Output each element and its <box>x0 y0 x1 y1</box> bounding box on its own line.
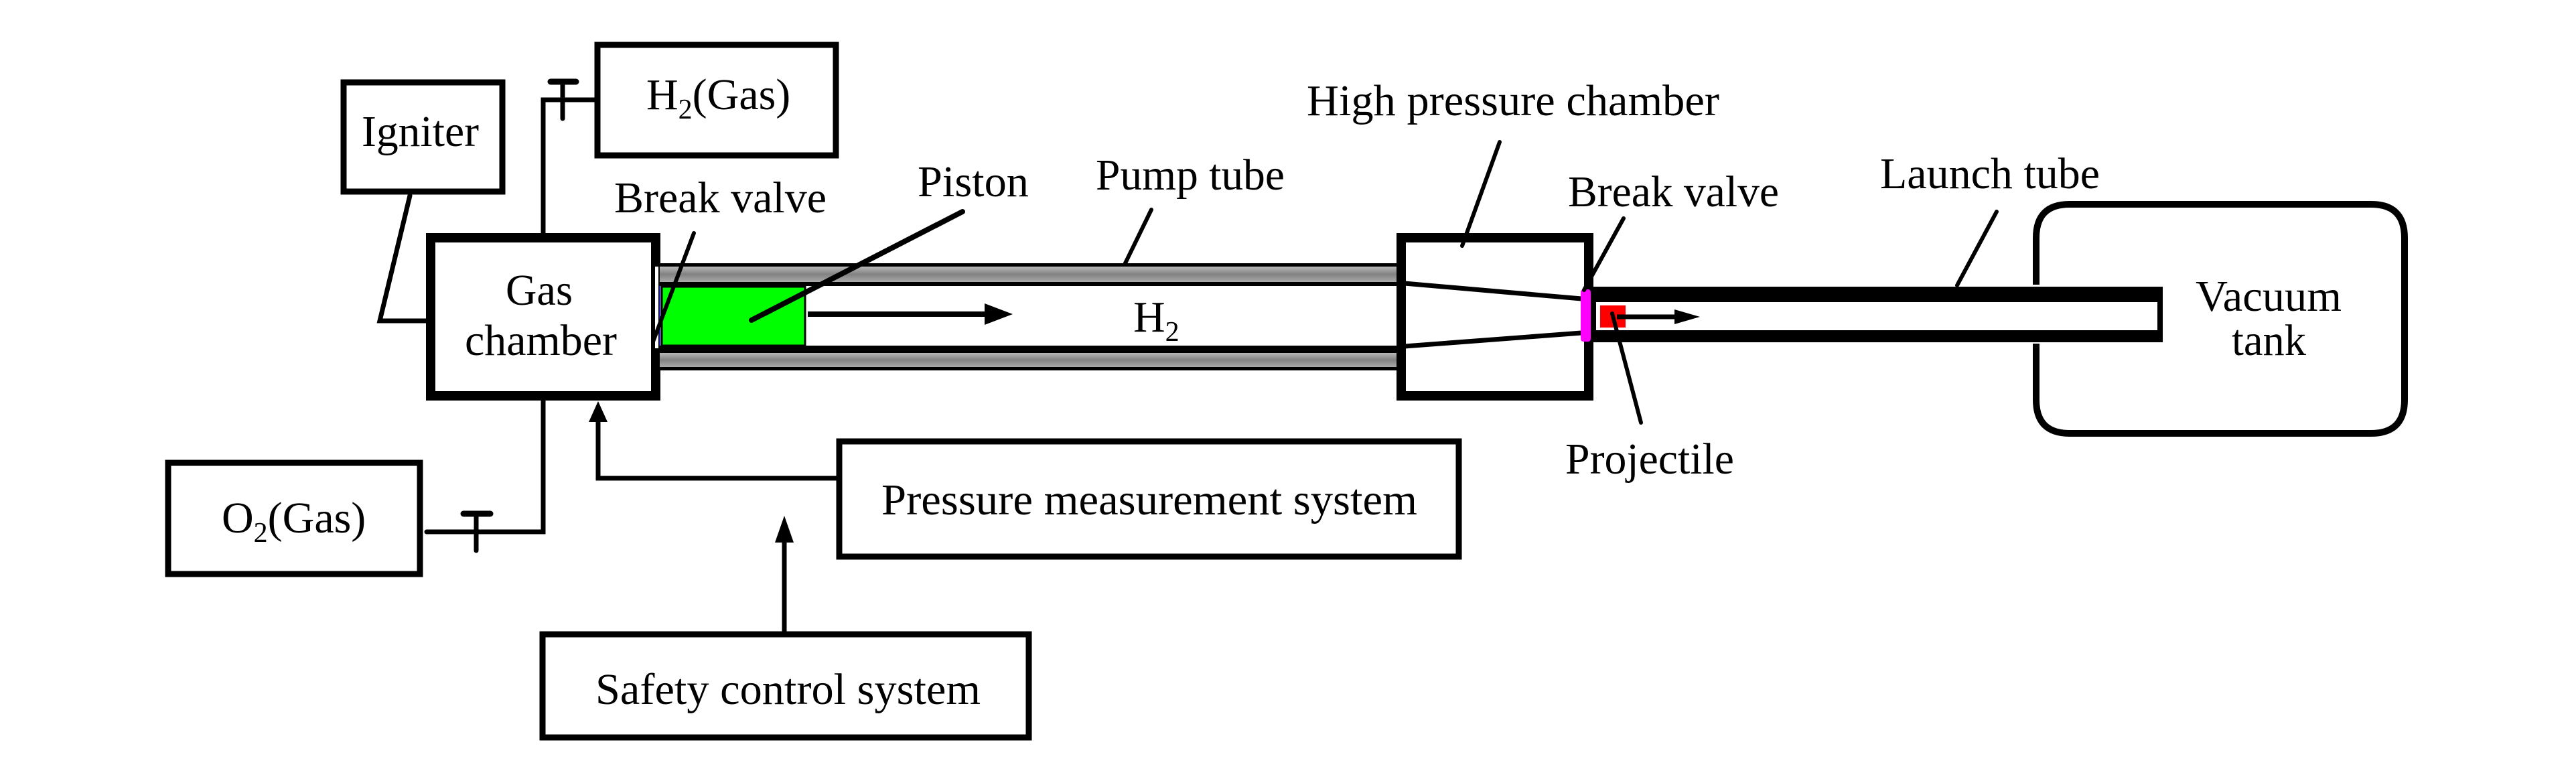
pump-tube-wall-top <box>660 267 1397 282</box>
projectile-leader <box>1610 311 1643 425</box>
pressure-measurement-block: Pressure measurement system <box>836 438 1462 560</box>
pump-tube-wall-bottom <box>660 353 1397 367</box>
safety-control-label: Safety control system <box>595 665 981 714</box>
h2-symbol: H <box>646 70 678 119</box>
taper-line-top <box>1402 281 1584 301</box>
gas-chamber-box <box>426 233 660 401</box>
launch-tube-leader <box>1955 210 1999 287</box>
break-valve-left-leader <box>651 231 696 344</box>
piston-label: Piston <box>918 157 1029 206</box>
launch-tube-label: Launch tube <box>1880 149 2100 198</box>
h2-supply-label: H2(Gas) <box>646 70 790 125</box>
break-valve-right-leader <box>1582 216 1626 292</box>
pump-tube-label: Pump tube <box>1096 151 1285 200</box>
pump-tube-leader <box>1123 208 1153 265</box>
piston-leader <box>749 209 965 323</box>
pressure-measurement-box <box>836 438 1462 560</box>
o2-supply-label: O2(Gas) <box>222 494 366 549</box>
high-pressure-chamber <box>1397 233 1593 401</box>
gas-chamber-block: Gas chamber <box>426 233 660 401</box>
pump-h2-subscript: 2 <box>1165 317 1179 348</box>
high-pressure-chamber-box <box>1397 233 1593 401</box>
high-pressure-chamber-leader <box>1460 140 1502 248</box>
h2-subscript: 2 <box>678 94 693 125</box>
igniter-label: Igniter <box>362 107 479 156</box>
o2-valve-icon[interactable] <box>460 510 494 553</box>
safety-control-box <box>539 631 1032 741</box>
h2-supply-pipe <box>541 97 600 236</box>
launch-tube <box>1581 287 2163 342</box>
h2-supply-block: H2(Gas) <box>594 42 839 159</box>
high-pressure-chamber-label: High pressure chamber <box>1307 76 1719 125</box>
arrow-head-icon <box>985 303 1013 325</box>
gas-chamber-label-line1: Gas <box>506 266 573 315</box>
break-valve-left-label: Break valve <box>614 173 827 222</box>
vacuum-tank: Vacuum tank <box>2033 201 2408 437</box>
arrow-head-icon <box>1674 309 1700 324</box>
pump-h2-symbol: H <box>1133 293 1165 342</box>
vacuum-tank-outline <box>2033 201 2408 437</box>
break-valve-right-membrane <box>1581 289 1591 342</box>
arrow-up-icon <box>589 401 607 422</box>
arrow-up-icon <box>775 516 794 543</box>
h2-gas-text: (Gas) <box>693 70 791 119</box>
o2-supply-box <box>165 459 423 577</box>
gas-chamber-label-line2: chamber <box>465 316 617 365</box>
o2-gas-text: (Gas) <box>268 494 366 543</box>
safety-control-block: Safety control system <box>539 631 1032 741</box>
h2-valve-icon[interactable] <box>547 78 579 121</box>
o2-supply-block: O2(Gas) <box>165 459 423 577</box>
pressure-signal-line <box>595 416 842 481</box>
pump-tube: H2 <box>652 263 1401 370</box>
pump-gas-label: H2 <box>1133 293 1179 348</box>
taper-line-bottom <box>1402 330 1584 349</box>
igniter-box <box>340 79 506 195</box>
pressure-measurement-label: Pressure measurement system <box>881 476 1417 524</box>
o2-subscript: 2 <box>254 518 268 549</box>
vacuum-tank-label-line1: Vacuum <box>2196 272 2342 321</box>
projectile-label: Projectile <box>1565 435 1734 484</box>
break-valve-left-membrane <box>655 267 658 348</box>
igniter-block: Igniter <box>340 79 506 195</box>
vacuum-tank-label-line2: tank <box>2232 316 2306 365</box>
piston <box>660 285 806 347</box>
o2-symbol: O <box>222 494 254 543</box>
break-valve-right-label: Break valve <box>1568 167 1779 216</box>
o2-supply-pipe <box>424 397 546 535</box>
